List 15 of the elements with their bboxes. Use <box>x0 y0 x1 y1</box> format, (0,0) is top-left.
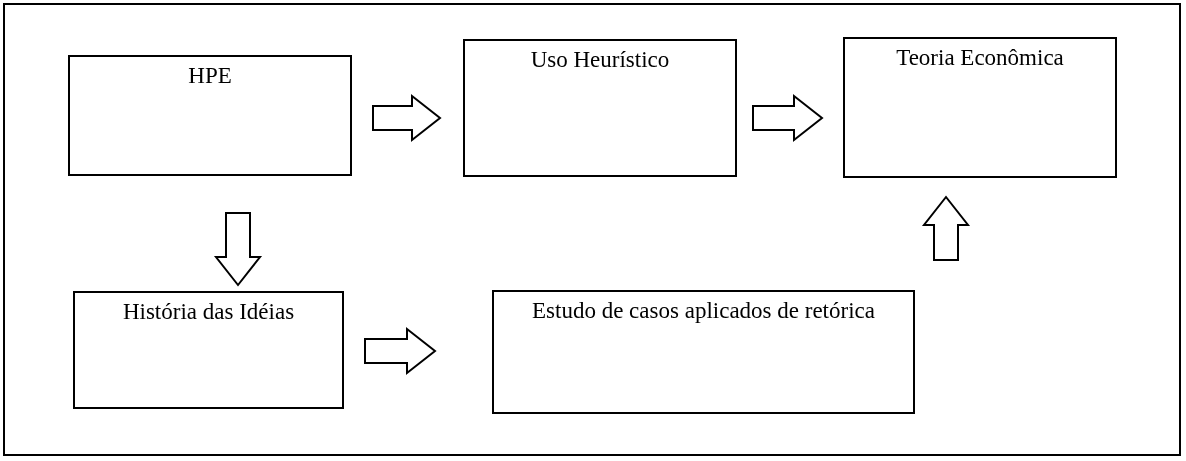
block-arrow <box>921 195 971 261</box>
block-arrow <box>364 326 437 376</box>
block-arrow <box>372 93 442 143</box>
box-label: Teoria Econômica <box>895 45 1065 71</box>
box-label: HPE <box>187 63 233 89</box>
block-arrow <box>752 93 824 143</box>
process-box <box>73 291 344 409</box>
process-box <box>463 39 737 177</box>
process-box <box>843 37 1117 178</box>
box-label: Uso Heurístico <box>529 47 671 73</box>
process-box <box>68 55 352 176</box>
process-box <box>492 290 915 414</box>
block-arrow <box>213 212 263 287</box>
box-label: Estudo de casos aplicados de retórica <box>531 298 876 324</box>
box-label: História das Idéias <box>121 299 296 325</box>
